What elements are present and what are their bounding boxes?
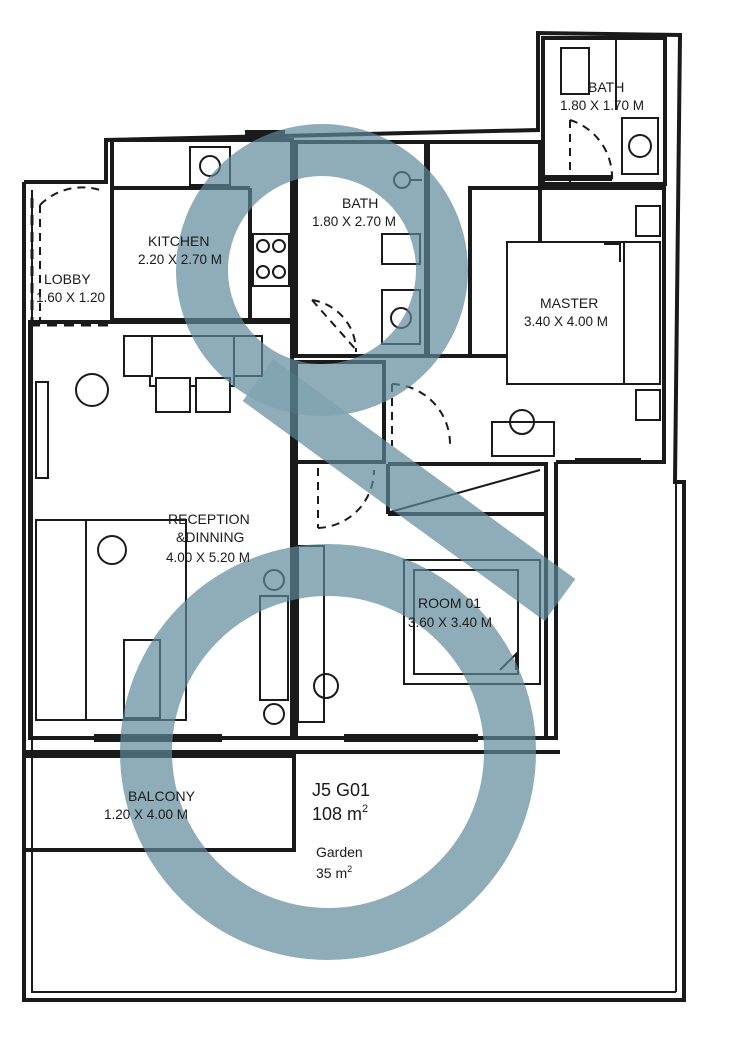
unit-labels: J5 G01 108 m2 Garden 35 m2 (312, 780, 370, 881)
dining-name: &DINNING (176, 529, 244, 545)
garden-area: 35 m2 (316, 864, 352, 881)
master-dims: 3.40 X 4.00 M (524, 314, 608, 329)
room-labels: BATH 1.80 X 1.70 M BATH 1.80 X 2.70 M KI… (36, 79, 644, 822)
bath-top-dims: 1.80 X 1.70 M (560, 98, 644, 113)
master-name: MASTER (540, 295, 598, 311)
lobby-dims: 1.60 X 1.20 (36, 290, 105, 305)
bath-mid-name: BATH (342, 195, 378, 211)
ampersand-logo-icon (120, 124, 576, 960)
room01-name: ROOM 01 (418, 595, 481, 611)
bath-top-name: BATH (588, 79, 624, 95)
master-furniture (491, 205, 661, 457)
garden-label: Garden (316, 844, 363, 860)
kitchen-dims: 2.20 X 2.70 M (138, 252, 222, 267)
reception-dims: 4.00 X 5.20 M (166, 550, 250, 565)
unit-code: J5 G01 (312, 780, 370, 800)
balcony-dims: 1.20 X 4.00 M (104, 807, 188, 822)
reception-name: RECEPTION (168, 511, 250, 527)
bath-mid-dims: 1.80 X 2.70 M (312, 214, 396, 229)
kitchen-name: KITCHEN (148, 233, 209, 249)
balcony-name: BALCONY (128, 788, 196, 804)
room01-dims: 3.60 X 3.40 M (408, 615, 492, 630)
unit-area: 108 m2 (312, 803, 368, 824)
lobby-name: LOBBY (44, 271, 91, 287)
